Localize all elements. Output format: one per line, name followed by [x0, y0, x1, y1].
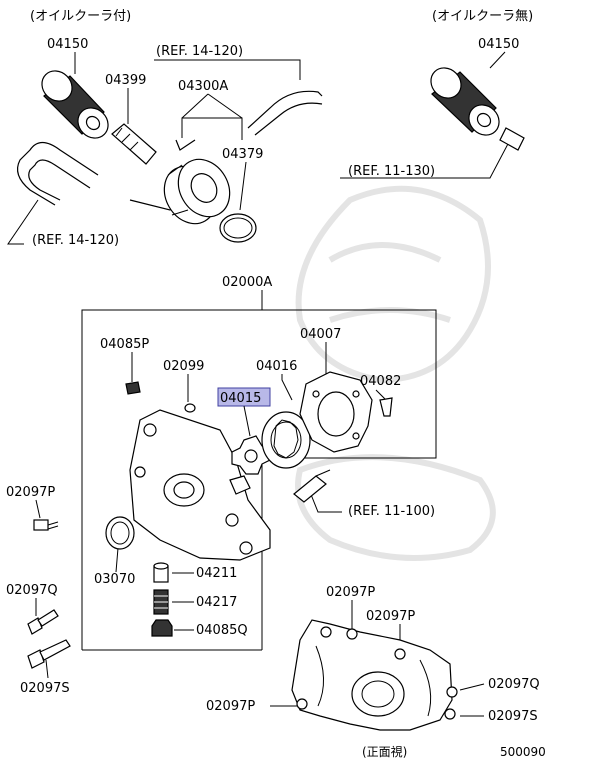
o-ring-04379[interactable]: [219, 213, 257, 243]
filter-nipple-right[interactable]: [499, 127, 525, 151]
bolt-02097S-left[interactable]: [27, 639, 71, 669]
ref-label-pump[interactable]: (REF. 11-100): [348, 504, 435, 519]
without-cooler-label: (オイルクーラ無): [432, 9, 533, 24]
hose-ref-14-120[interactable]: [247, 90, 323, 136]
bolt-02097P-left[interactable]: [33, 519, 59, 531]
part-label-04217[interactable]: 04217: [196, 595, 237, 610]
with-cooler-label: (オイルクーラ付): [30, 9, 131, 24]
ref-label-left[interactable]: (REF. 14-120): [32, 233, 119, 248]
plunger-04211[interactable]: [153, 562, 169, 583]
part-label-04150-left[interactable]: 04150: [47, 37, 88, 52]
part-label-02097Q-left[interactable]: 02097Q: [6, 583, 58, 598]
plug-04085Q[interactable]: [151, 619, 173, 637]
oil-pump-front-view[interactable]: [291, 619, 458, 731]
part-label-02097S-front[interactable]: 02097S: [488, 709, 538, 724]
oil-strainer-tube[interactable]: [293, 469, 331, 503]
part-label-03070[interactable]: 03070: [94, 572, 135, 587]
oil-cooler-hoses[interactable]: [17, 139, 196, 211]
part-label-02097S-left[interactable]: 02097S: [20, 681, 70, 696]
part-label-02097P-left[interactable]: 02097P: [6, 485, 55, 500]
leader-lines-top: [7, 51, 511, 245]
diagram-id: 500090: [500, 745, 546, 759]
part-label-04379[interactable]: 04379: [222, 147, 263, 162]
ref-label-right[interactable]: (REF. 11-130): [348, 164, 435, 179]
nipple-04399[interactable]: [111, 123, 157, 165]
part-label-04085Q[interactable]: 04085Q: [196, 623, 248, 638]
oil-pump-body[interactable]: [129, 409, 271, 561]
screw-04082[interactable]: [379, 397, 393, 417]
part-label-04007[interactable]: 04007: [300, 327, 341, 342]
part-label-02097P-front-b[interactable]: 02097P: [366, 609, 415, 624]
part-label-04399[interactable]: 04399: [105, 73, 146, 88]
oil-seal-03070[interactable]: [105, 516, 135, 550]
part-label-02097P-front-a[interactable]: 02097P: [326, 585, 375, 600]
part-label-04300A[interactable]: 04300A: [178, 79, 228, 94]
part-label-04016[interactable]: 04016: [256, 359, 297, 374]
part-label-04085P[interactable]: 04085P: [100, 337, 149, 352]
part-label-02000A[interactable]: 02000A: [222, 275, 272, 290]
o-ring-04379-inner: [223, 217, 253, 239]
part-label-04150-right[interactable]: 04150: [478, 37, 519, 52]
o-ring-02099[interactable]: [184, 403, 196, 413]
part-label-02099[interactable]: 02099: [163, 359, 204, 374]
part-label-04015[interactable]: 04015: [220, 391, 261, 406]
part-label-04082[interactable]: 04082: [360, 374, 401, 389]
ref-label-top[interactable]: (REF. 14-120): [156, 44, 243, 59]
part-label-04211[interactable]: 04211: [196, 566, 237, 581]
inner-rotor-04015[interactable]: [231, 435, 271, 475]
pump-cover-04007[interactable]: [299, 371, 373, 453]
bolt-02097Q-left[interactable]: [27, 609, 59, 635]
part-label-02097P-front-c[interactable]: 02097P: [206, 699, 255, 714]
oil-cooler-04300A[interactable]: [154, 150, 240, 233]
oil-filter-left[interactable]: [36, 65, 114, 144]
oil-filter-right[interactable]: [425, 62, 505, 141]
plug-04085P[interactable]: [125, 381, 141, 395]
outer-rotor-04016[interactable]: [261, 411, 311, 469]
part-label-02097Q-front[interactable]: 02097Q: [488, 677, 540, 692]
spring-04217[interactable]: [153, 589, 169, 615]
front-view-caption: (正面視): [362, 744, 407, 759]
assembly-box: [81, 290, 437, 650]
